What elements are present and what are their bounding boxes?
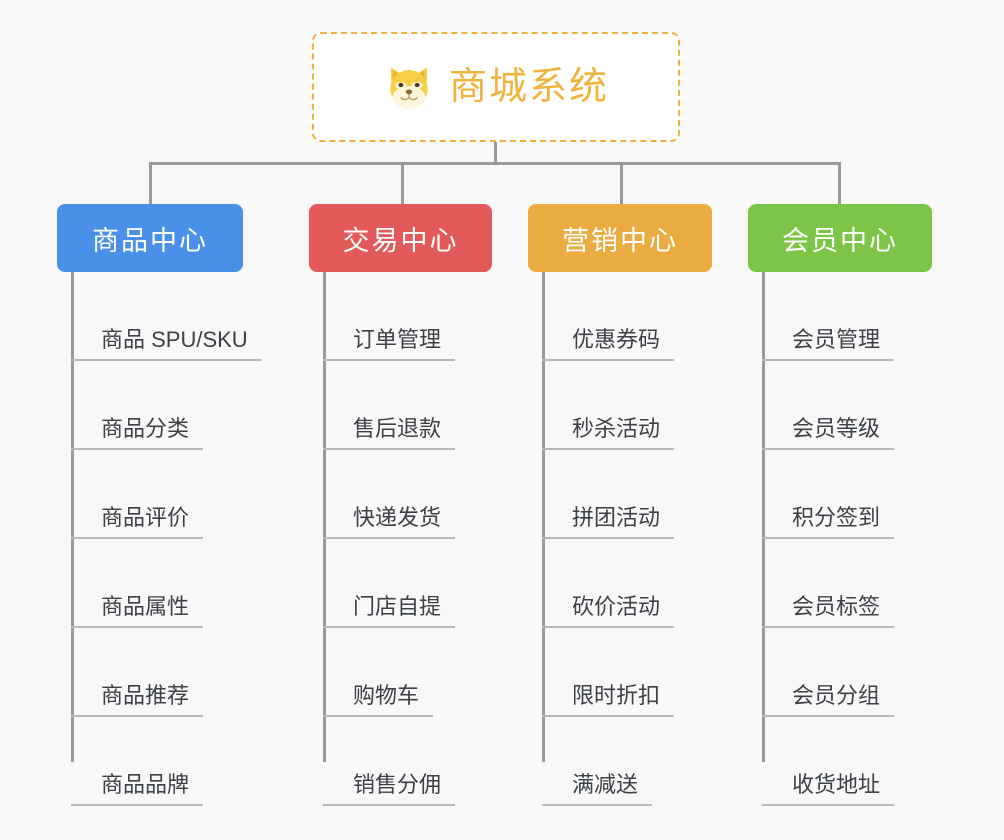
leaf-list-1: 商品 SPU/SKU 商品分类 商品评价 商品属性 商品推荐 商品品牌 [57, 272, 287, 806]
list-item[interactable]: 商品评价 [57, 450, 287, 539]
list-item[interactable]: 订单管理 [309, 272, 539, 361]
leaf-label: 商品分类 [71, 416, 204, 450]
branch-column-会员中心: 会员中心 会员管理 会员等级 积分签到 会员标签 会员分组 收货地址 [748, 204, 978, 806]
leaf-label: 积分签到 [762, 505, 895, 539]
leaf-list-2: 订单管理 售后退款 快递发货 门店自提 购物车 销售分佣 [309, 272, 539, 806]
list-item[interactable]: 收货地址 [748, 717, 978, 806]
leaf-list-4: 会员管理 会员等级 积分签到 会员标签 会员分组 收货地址 [748, 272, 978, 806]
leaf-label: 收货地址 [762, 772, 895, 806]
leaf-label: 商品评价 [71, 505, 204, 539]
leaf-label: 拼团活动 [542, 505, 675, 539]
shiba-dog-face-icon [383, 61, 435, 113]
list-item[interactable]: 满减送 [528, 717, 758, 806]
list-item[interactable]: 快递发货 [309, 450, 539, 539]
leaf-label: 购物车 [323, 683, 434, 717]
leaf-label: 商品推荐 [71, 683, 204, 717]
leaf-list-3: 优惠券码 秒杀活动 拼团活动 砍价活动 限时折扣 满减送 [528, 272, 758, 806]
list-item[interactable]: 商品属性 [57, 539, 287, 628]
branch-header-1[interactable]: 商品中心 [57, 204, 243, 272]
root-title: 商城系统 [448, 66, 609, 108]
list-item[interactable]: 销售分佣 [309, 717, 539, 806]
leaf-label: 优惠券码 [542, 327, 675, 361]
leaf-label: 门店自提 [323, 594, 456, 628]
list-item[interactable]: 商品 SPU/SKU [57, 272, 287, 361]
list-item[interactable]: 购物车 [309, 628, 539, 717]
list-item[interactable]: 限时折扣 [528, 628, 758, 717]
list-item[interactable]: 会员等级 [748, 361, 978, 450]
root-node[interactable]: 商城系统 [312, 32, 680, 142]
leaf-label: 商品品牌 [71, 772, 204, 806]
list-item[interactable]: 拼团活动 [528, 450, 758, 539]
branch-header-4[interactable]: 会员中心 [748, 204, 932, 272]
list-item[interactable]: 优惠券码 [528, 272, 758, 361]
branch-header-3[interactable]: 营销中心 [528, 204, 712, 272]
list-item[interactable]: 会员标签 [748, 539, 978, 628]
leaf-label: 砍价活动 [542, 594, 675, 628]
list-item[interactable]: 商品分类 [57, 361, 287, 450]
list-item[interactable]: 会员分组 [748, 628, 978, 717]
leaf-label: 销售分佣 [323, 772, 456, 806]
leaf-label: 会员分组 [762, 683, 895, 717]
list-item[interactable]: 售后退款 [309, 361, 539, 450]
leaf-label: 会员等级 [762, 416, 895, 450]
branch-column-交易中心: 交易中心 订单管理 售后退款 快递发货 门店自提 购物车 销售分佣 [309, 204, 539, 806]
list-item[interactable]: 会员管理 [748, 272, 978, 361]
branch-column-营销中心: 营销中心 优惠券码 秒杀活动 拼团活动 砍价活动 限时折扣 满减送 [528, 204, 758, 806]
leaf-label: 商品属性 [71, 594, 204, 628]
branch-header-2[interactable]: 交易中心 [309, 204, 492, 272]
list-item[interactable]: 商品品牌 [57, 717, 287, 806]
leaf-label: 会员标签 [762, 594, 895, 628]
list-item[interactable]: 商品推荐 [57, 628, 287, 717]
leaf-label: 满减送 [542, 772, 653, 806]
list-item[interactable]: 秒杀活动 [528, 361, 758, 450]
leaf-label: 会员管理 [762, 327, 895, 361]
branch-column-商品中心: 商品中心 商品 SPU/SKU 商品分类 商品评价 商品属性 商品推荐 商品品牌 [57, 204, 287, 806]
leaf-label: 限时折扣 [542, 683, 675, 717]
list-item[interactable]: 砍价活动 [528, 539, 758, 628]
leaf-label: 商品 SPU/SKU [71, 327, 262, 361]
leaf-label: 秒杀活动 [542, 416, 675, 450]
list-item[interactable]: 积分签到 [748, 450, 978, 539]
leaf-label: 订单管理 [323, 327, 456, 361]
leaf-label: 售后退款 [323, 416, 456, 450]
leaf-label: 快递发货 [323, 505, 456, 539]
list-item[interactable]: 门店自提 [309, 539, 539, 628]
